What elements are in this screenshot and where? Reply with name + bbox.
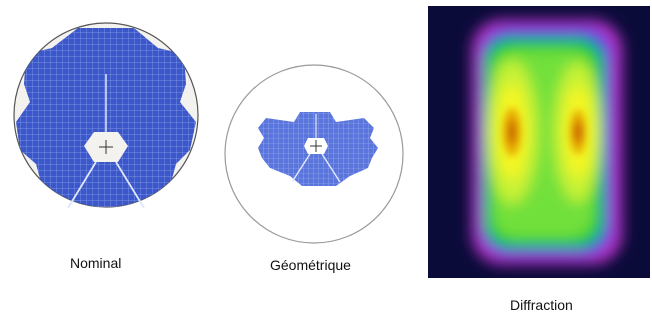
caption-diffraction: Diffraction xyxy=(510,297,573,313)
diffraction-intensity-map xyxy=(428,6,650,278)
spider-vane-left xyxy=(67,161,97,209)
diffraction-panel xyxy=(428,6,650,278)
nominal-pupil-diagram xyxy=(13,22,199,209)
spider-vane-right xyxy=(115,161,145,209)
nominal-panel xyxy=(8,14,204,216)
intensity-layers xyxy=(472,20,622,264)
geometric-pupil-diagram xyxy=(224,64,404,244)
caption-geometric: Géométrique xyxy=(270,257,351,273)
intensity-peaks xyxy=(503,108,586,156)
geometric-panel xyxy=(218,58,408,248)
caption-nominal: Nominal xyxy=(70,255,122,271)
